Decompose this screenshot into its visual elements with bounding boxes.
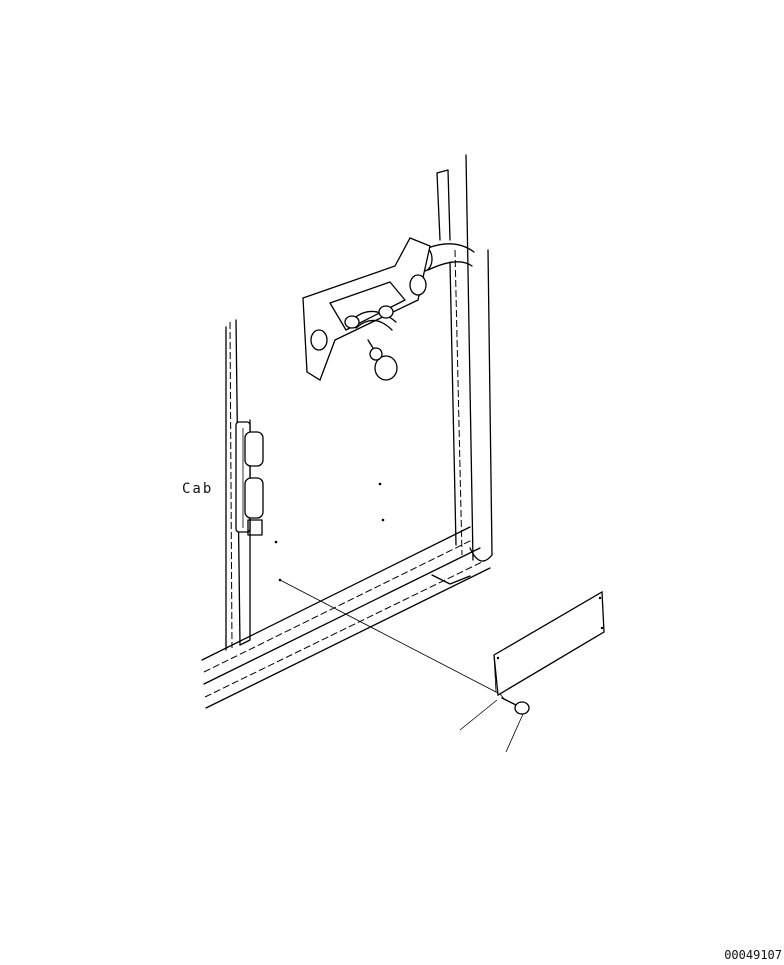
bracket-assembly [302,237,431,381]
mounting-holes [274,482,385,582]
handrail-pipe [415,154,493,562]
screw [499,693,530,715]
bottom-rail [201,526,491,709]
hinge [235,421,264,536]
cab-label: Cab [182,481,214,497]
assembly-line [279,579,499,694]
drawing-number: 00049107 [724,948,782,962]
nameplate [493,590,605,697]
leader-lines [459,699,524,753]
